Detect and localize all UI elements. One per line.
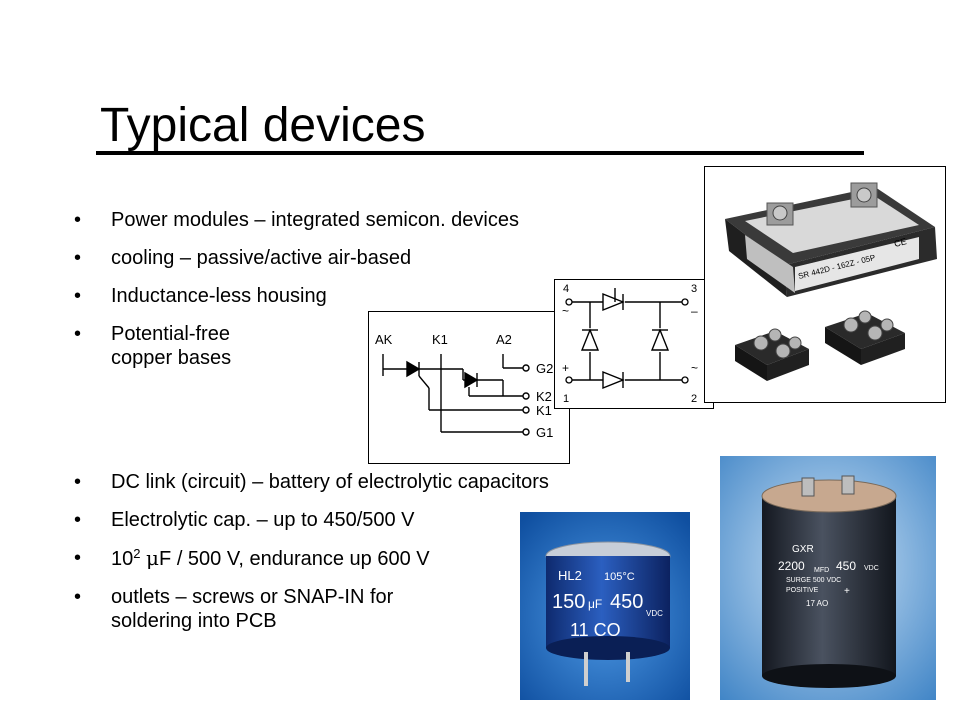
small-module-left: [735, 328, 809, 381]
bullet-text: F / 500 V, endurance up 600 V: [159, 548, 430, 570]
label-tilde-right: ~: [691, 361, 698, 375]
small-module-right: [825, 310, 905, 365]
bullet-dot: •: [74, 209, 82, 231]
label-ak: AK: [375, 332, 393, 347]
label-g2: G2: [536, 361, 553, 376]
diode-bridge-svg: 4 3 1 2 ~ – + ~: [562, 283, 698, 405]
cap-large-brand: GXR: [792, 544, 814, 555]
label-plus: +: [562, 361, 569, 375]
label-a2: A2: [496, 332, 512, 347]
cap-large-voltage: 450: [836, 559, 856, 573]
bullet-dot: •: [74, 471, 82, 493]
bullet-item: • DC link (circuit) – battery of electrol…: [0, 470, 720, 494]
label-node-4: 4: [563, 283, 569, 295]
title-underline: [96, 151, 864, 155]
cap-large-value: 2200: [778, 559, 805, 573]
cap-large-unit: MFD: [814, 567, 829, 574]
label-g1: G1: [536, 425, 553, 440]
bullet-item: • 102 μF / 500 V, endurance up 600 V: [0, 546, 720, 571]
bullet-text-line2: soldering into PCB: [111, 610, 277, 632]
bullet-list-power-modules: • Power modules – integrated semicon. dev…: [0, 208, 720, 384]
cap-small-vdc: VDC: [646, 609, 663, 618]
bullet-text: Inductance-less housing: [111, 285, 327, 307]
capacitor-hl2-illustration: HL2 105°C 150 μF 450 VDC 11 CO: [520, 512, 690, 700]
cap-small-code: 11 CO: [570, 620, 621, 640]
cap-large-surge: SURGE 500 VDC: [786, 577, 841, 584]
cap-small-unit: μF: [588, 597, 602, 611]
label-node-3: 3: [691, 283, 697, 295]
bullet-dot: •: [74, 247, 82, 269]
capacitor-gxr-photo: GXR 2200 MFD 450 VDC SURGE 500 VDC POSIT…: [720, 456, 936, 700]
bullet-exponent: 2: [133, 546, 141, 561]
bullet-dot: •: [74, 323, 82, 345]
bullet-item: • cooling – passive/active air-based: [0, 246, 720, 270]
bullet-text: DC link (circuit) – battery of electroly…: [111, 471, 549, 493]
label-k1-top: K1: [432, 332, 448, 347]
cap-large-positive: POSITIVE: [786, 587, 819, 594]
mu-symbol: μ: [146, 546, 160, 570]
label-node-1: 1: [563, 393, 569, 405]
cap-small-value: 150: [552, 591, 585, 613]
bullet-text-line1: Potential-free: [111, 323, 230, 345]
thyristor-schematic-svg: AK K1 A2 G2 K2 K1 G1: [375, 332, 553, 440]
power-module-photo: SR 442D - 162Z - 05P POL PACKAGE CE: [704, 166, 946, 403]
bullet-dot: •: [74, 547, 82, 569]
cap-large-vdc: VDC: [864, 565, 879, 572]
bullet-text: Power modules – integrated semicon. devi…: [111, 209, 519, 231]
bullet-base: 10: [111, 548, 134, 570]
label-minus: –: [691, 304, 698, 318]
bullet-list-dc-link: • DC link (circuit) – battery of electrol…: [0, 470, 720, 647]
bullet-dot: •: [74, 509, 82, 531]
bullet-item: • Inductance-less housing: [0, 284, 720, 308]
bullet-item: • Electrolytic cap. – up to 450/500 V: [0, 508, 720, 532]
label-tilde-left: ~: [562, 304, 569, 318]
bullet-dot: •: [74, 285, 82, 307]
bullet-text: Electrolytic cap. – up to 450/500 V: [111, 509, 415, 531]
capacitor-hl2-photo: HL2 105°C 150 μF 450 VDC 11 CO: [520, 512, 690, 700]
bullet-text-line2: copper bases: [111, 347, 232, 369]
cap-small-voltage: 450: [610, 591, 643, 613]
ce-mark: CE: [893, 236, 908, 249]
label-node-2: 2: [691, 393, 697, 405]
slide-title: Typical devices: [100, 99, 426, 152]
diode-bridge-schematic: 4 3 1 2 ~ – + ~: [554, 279, 714, 409]
bullet-text: cooling – passive/active air-based: [111, 247, 412, 269]
label-k1: K1: [536, 403, 552, 418]
thyristor-schematic: AK K1 A2 G2 K2 K1 G1: [368, 311, 570, 464]
label-k2: K2: [536, 389, 552, 404]
power-module-illustration: SR 442D - 162Z - 05P POL PACKAGE CE: [705, 167, 945, 402]
bullet-item: • Power modules – integrated semicon. dev…: [0, 208, 720, 232]
bullet-dot: •: [74, 586, 82, 608]
cap-small-temp: 105°C: [604, 571, 635, 583]
bullet-text-line1: outlets – screws or SNAP-IN for: [111, 586, 394, 608]
cap-large-plus: +: [844, 586, 850, 597]
cap-small-brand: HL2: [558, 568, 582, 583]
capacitor-gxr-illustration: GXR 2200 MFD 450 VDC SURGE 500 VDC POSIT…: [720, 456, 936, 700]
cap-large-code: 17 AO: [806, 599, 828, 608]
